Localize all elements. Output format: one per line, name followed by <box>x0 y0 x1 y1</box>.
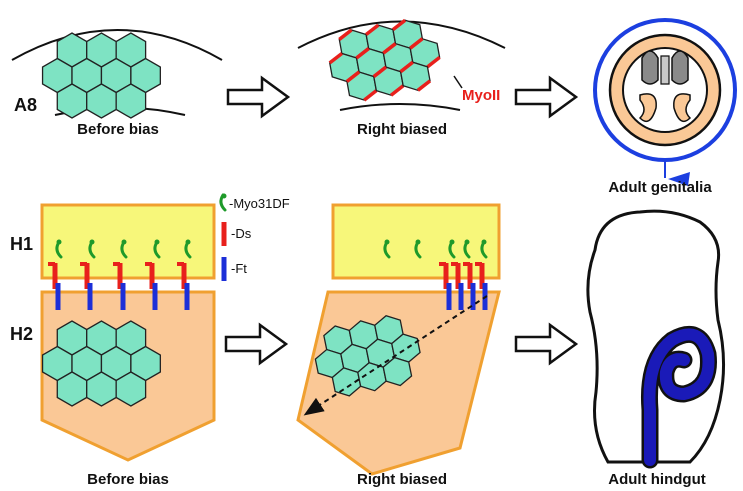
epithelial-cell <box>115 371 147 407</box>
myo31df-head <box>449 239 455 245</box>
right-arrow-icon <box>226 75 291 119</box>
genitalia-right-clasper <box>673 93 692 123</box>
h-biased-panel: Right biased <box>296 203 501 488</box>
epithelial-cell <box>115 83 147 119</box>
myoii-edge <box>389 84 405 97</box>
adult-hindgut-label: Adult hindgut <box>608 471 705 488</box>
myoii-edge <box>355 47 370 60</box>
a8-biased-inner-arc <box>339 103 461 111</box>
h-before-ds-ft-group <box>48 262 190 310</box>
a8-before-outer-arc <box>11 29 223 61</box>
a8-before-label: Before bias <box>77 121 159 138</box>
myo31df-legend-label: -Myo31DF <box>229 196 290 211</box>
myoii-edge <box>328 52 343 65</box>
myo31df-head <box>154 239 160 245</box>
myo31df-head <box>121 239 127 245</box>
myoii-edge <box>382 42 397 55</box>
h-biased-ds-ft-group <box>439 262 488 310</box>
a8-row-label: A8 <box>14 95 37 115</box>
myo31df-head <box>56 239 62 245</box>
myoii-edge <box>345 70 361 83</box>
right-arrow-icon <box>514 75 579 119</box>
rotation-arrowhead-icon <box>668 172 690 186</box>
myo31df-head <box>384 239 390 245</box>
genitalia-right-lobe <box>671 50 689 85</box>
myoii-edge <box>372 65 388 78</box>
myoii-edge <box>391 18 407 32</box>
h-before-cell-cluster <box>41 320 161 407</box>
h-biased-label: Right biased <box>357 471 447 488</box>
myo31df-head <box>464 239 470 245</box>
genitalia-center-piece <box>660 55 670 85</box>
myo31df-head <box>89 239 95 245</box>
a8-before-cell-cluster <box>41 32 161 119</box>
h-biased-cell-cluster <box>314 314 421 397</box>
h-before-myo31df-group <box>55 239 192 259</box>
adult-hindgut: Adult hindgut <box>586 209 726 488</box>
myoii-edge <box>409 37 424 50</box>
myoii-label: MyoII <box>462 87 500 104</box>
a8-biased-cell-cluster <box>328 18 441 102</box>
myoii-edge <box>363 89 378 102</box>
ft-legend-label: -Ft <box>231 261 247 276</box>
hindgut-tube <box>643 328 715 466</box>
h-before-panel: Before bias <box>40 203 216 488</box>
myoii-edge <box>399 60 414 74</box>
myoii-edge <box>416 79 432 92</box>
h-before-label: Before bias <box>87 471 169 488</box>
a8-biased-panel: MyoII Right biased <box>297 18 506 138</box>
myo31df-head <box>185 239 191 245</box>
myoii-edge <box>426 56 441 69</box>
adult-genitalia: Adult genitalia <box>593 18 737 196</box>
genitalia-left-lobe <box>641 50 659 85</box>
myoii-edge <box>365 23 380 36</box>
myoii-pointer <box>453 75 463 89</box>
h-biased-myo31df-group <box>383 239 488 259</box>
legend: -Myo31DF -Ds -Ft <box>219 193 290 281</box>
h1-label: H1 <box>10 234 33 254</box>
ds-legend-label: -Ds <box>231 226 252 241</box>
h2-label: H2 <box>10 324 33 344</box>
adult-genitalia-label: Adult genitalia <box>608 179 712 196</box>
right-arrow-icon <box>514 322 579 366</box>
myo31df-head <box>481 239 487 245</box>
genitalia-left-clasper <box>638 93 657 123</box>
a8-before-panel: Before bias <box>11 29 223 138</box>
myo31df-head <box>415 239 421 245</box>
right-arrow-icon <box>224 322 289 366</box>
a8-biased-label: Right biased <box>357 121 447 138</box>
myoii-edge <box>338 28 353 41</box>
rotation-direction-arrow <box>303 295 488 416</box>
epithelial-cell <box>382 356 413 387</box>
